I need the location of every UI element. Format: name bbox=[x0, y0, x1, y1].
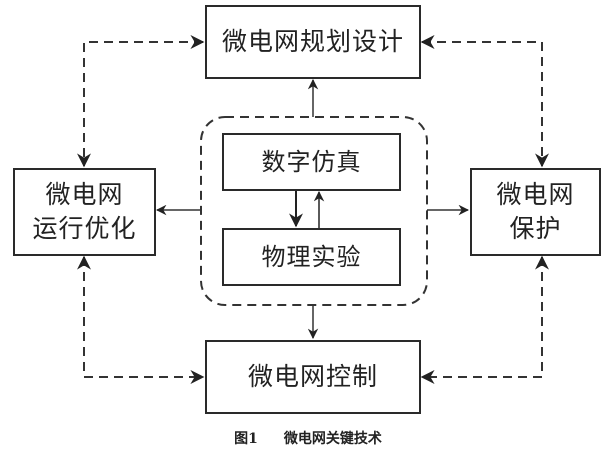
dashed-link-planning-protection bbox=[420, 35, 549, 168]
platform-group-border bbox=[200, 116, 428, 306]
node-physical-experiment: 物理实验 bbox=[222, 228, 401, 286]
figure-number: 图1 bbox=[234, 431, 258, 447]
node-simulation-label: 数字仿真 bbox=[261, 148, 362, 176]
dashed-link-planning-operation bbox=[77, 35, 205, 168]
figure-caption: 图1 微电网关键技术 bbox=[0, 428, 616, 448]
figure-title: 微电网关键技术 bbox=[283, 431, 382, 447]
node-operation-label-line2: 运行优化 bbox=[32, 214, 137, 243]
node-planning-label: 微电网规划设计 bbox=[221, 27, 404, 56]
node-experiment-label: 物理实验 bbox=[261, 243, 362, 271]
node-control: 微电网控制 bbox=[205, 340, 421, 414]
dashed-link-operation-control bbox=[77, 255, 205, 384]
node-protection-label-line1: 微电网 bbox=[496, 180, 575, 209]
node-control-label: 微电网控制 bbox=[247, 362, 378, 391]
dashed-link-protection-control bbox=[420, 255, 549, 384]
node-planning-design: 微电网规划设计 bbox=[205, 5, 421, 79]
node-protection: 微电网 保护 bbox=[470, 168, 601, 256]
node-operation-optimization: 微电网 运行优化 bbox=[13, 168, 156, 256]
node-operation-label-line1: 微电网 bbox=[45, 180, 124, 209]
node-digital-simulation: 数字仿真 bbox=[222, 133, 401, 191]
node-protection-label-line2: 保护 bbox=[509, 214, 562, 243]
